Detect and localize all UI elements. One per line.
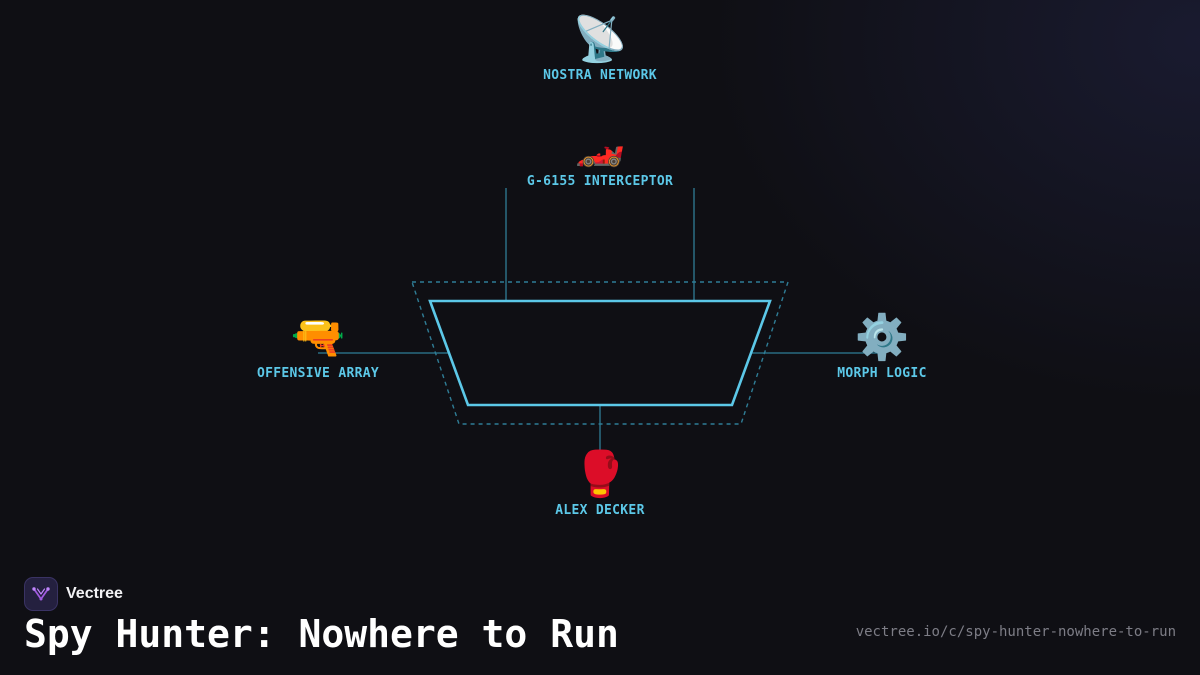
boxing-glove-icon: 🥊 (572, 449, 628, 500)
central-trapezoid-outer (411, 281, 789, 425)
central-trapezoid (428, 299, 772, 407)
satellite-dish-icon: 📡 (572, 14, 628, 65)
node-label: ALEX DECKER (555, 503, 645, 518)
brand[interactable]: Vectree (24, 577, 123, 611)
node-label: NOSTRA NETWORK (543, 68, 657, 83)
node-g6155-interceptor[interactable]: 🏎️ G-6155 INTERCEPTOR (490, 120, 710, 189)
page-title: Spy Hunter: Nowhere to Run (24, 612, 619, 656)
page-url[interactable]: vectree.io/c/spy-hunter-nowhere-to-run (855, 624, 1176, 640)
node-label: OFFENSIVE ARRAY (257, 366, 379, 381)
vectree-logo-icon (24, 577, 58, 611)
node-offensive-array[interactable]: 🔫 OFFENSIVE ARRAY (208, 312, 428, 381)
brand-name: Vectree (66, 585, 123, 602)
gear-icon: ⚙️ (854, 312, 910, 363)
race-car-icon: 🏎️ (575, 123, 625, 169)
node-alex-decker[interactable]: 🥊 ALEX DECKER (490, 449, 710, 518)
node-nostra-network[interactable]: 📡 NOSTRA NETWORK (490, 14, 710, 83)
node-label: G-6155 INTERCEPTOR (526, 174, 674, 189)
water-pistol-icon: 🔫 (290, 312, 346, 363)
node-morph-logic[interactable]: ⚙️ MORPH LOGIC (772, 312, 992, 381)
node-label: MORPH LOGIC (837, 366, 927, 381)
